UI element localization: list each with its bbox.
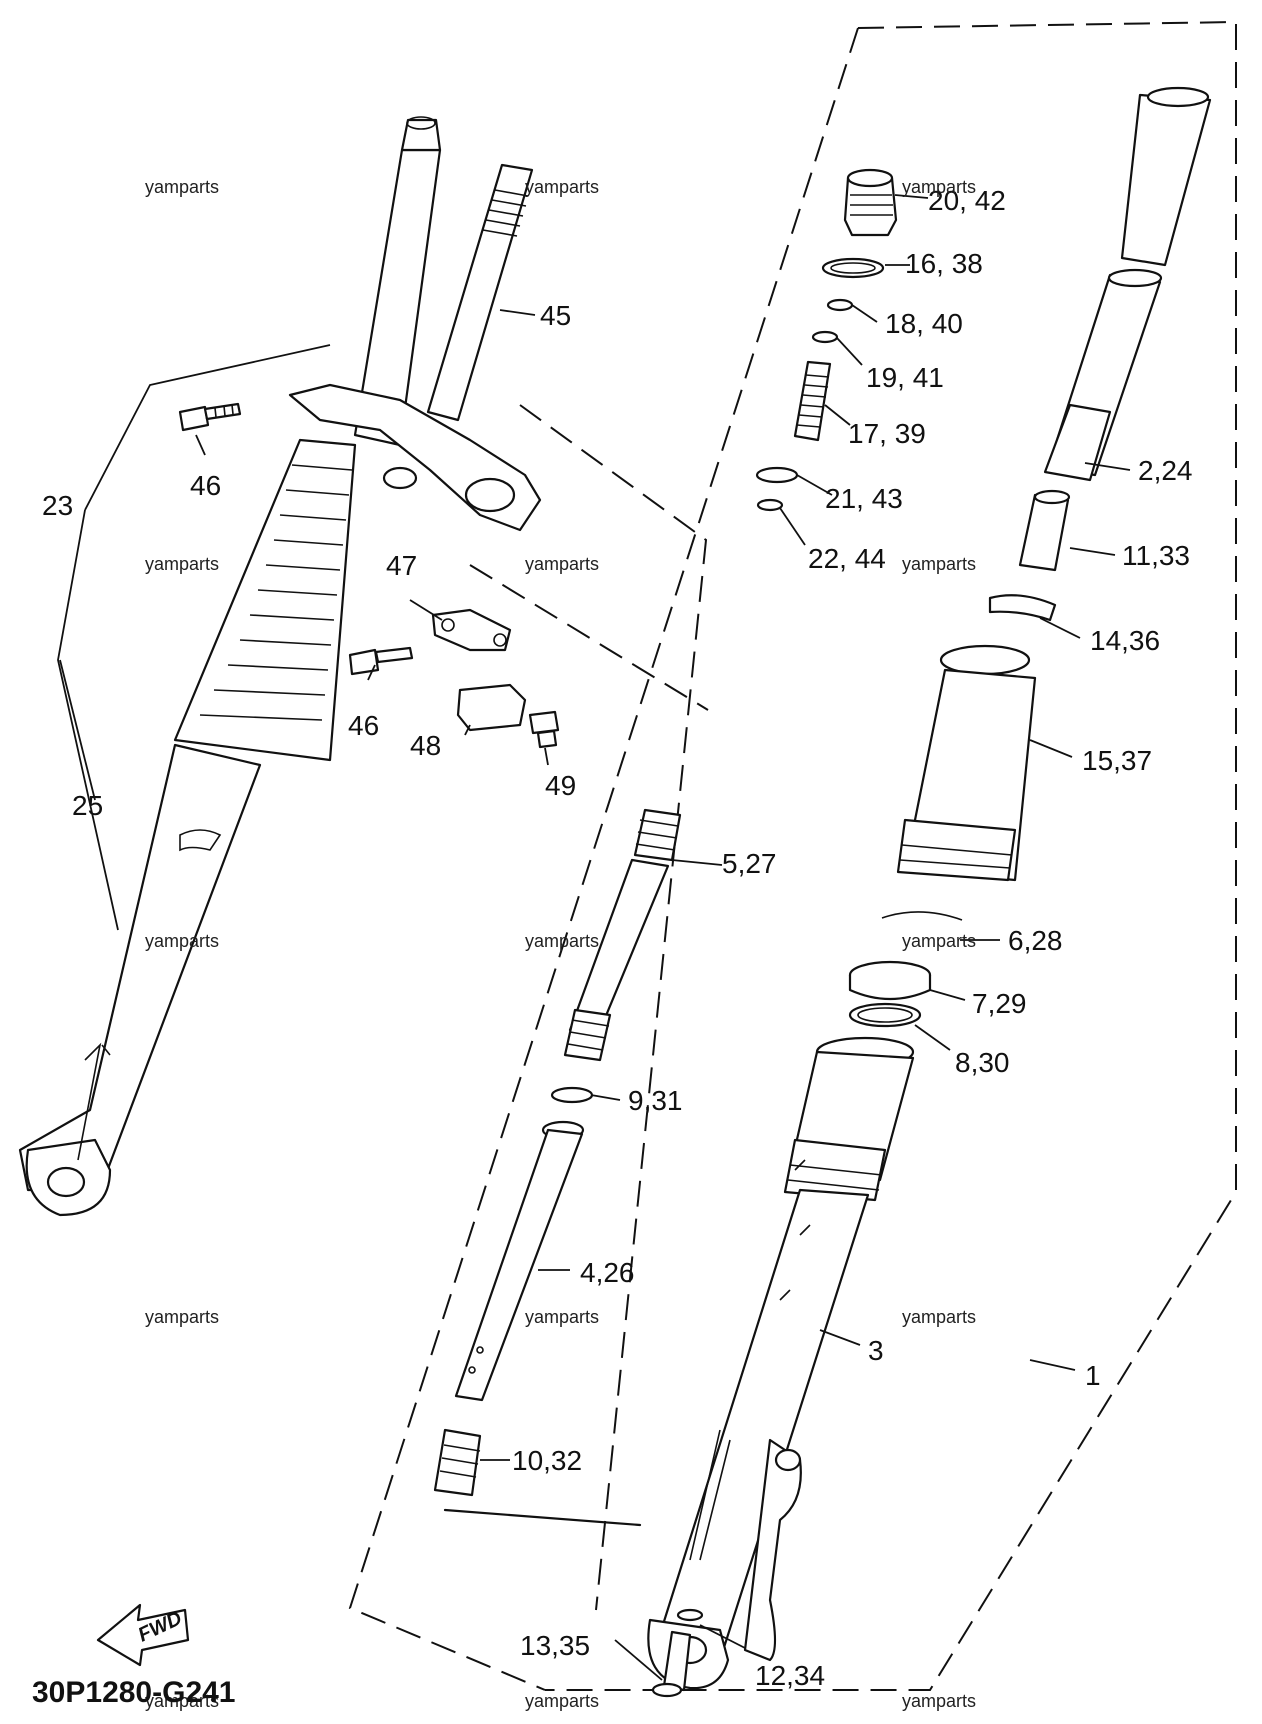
watermark: yamparts <box>902 1691 976 1711</box>
callout-49: 49 <box>545 770 576 801</box>
callout-8-30: 8,30 <box>955 1047 1010 1078</box>
watermark: yamparts <box>525 1691 599 1711</box>
callout-13-35: 13,35 <box>520 1630 590 1661</box>
callout-22-44: 22, 44 <box>808 543 886 574</box>
watermark: yamparts <box>145 931 219 951</box>
callout-14-36: 14,36 <box>1090 625 1160 656</box>
callout-10-32: 10,32 <box>512 1445 582 1476</box>
callout-17-39: 17, 39 <box>848 418 926 449</box>
watermark: yamparts <box>145 554 219 574</box>
drain-bolt-and-washer <box>651 1608 704 1698</box>
callout-46-top: 46 <box>190 470 221 501</box>
callout-3: 3 <box>868 1335 884 1366</box>
watermarks: yamparts yamparts yamparts yamparts yamp… <box>145 177 976 1711</box>
watermark: yamparts <box>525 177 599 197</box>
callout-4-26: 4,26 <box>580 1257 635 1288</box>
bellows-ribs <box>199 464 353 721</box>
diagram-code: 30P1280-G241 <box>32 1676 236 1709</box>
callout-2-24: 2,24 <box>1138 455 1193 486</box>
watermark: yamparts <box>902 931 976 951</box>
callout-21-43: 21, 43 <box>825 483 903 514</box>
callout-23: 23 <box>42 490 73 521</box>
callout-5-27: 5,27 <box>722 848 777 879</box>
callout-20-42: 20, 42 <box>928 185 1006 216</box>
cable-guide-parts <box>348 608 560 749</box>
oil-seal-and-washer <box>848 960 932 1028</box>
leader-lines <box>57 194 1131 1681</box>
callout-48: 48 <box>410 730 441 761</box>
cap-bolt-stack <box>755 168 898 512</box>
callout-12-34: 12,34 <box>755 1660 825 1691</box>
watermark: yamparts <box>525 1307 599 1327</box>
bolt-46-top <box>178 402 242 432</box>
fwd-arrow-icon: FWD <box>96 1603 190 1667</box>
watermark: yamparts <box>902 1307 976 1327</box>
damper-rod-column <box>433 808 682 1527</box>
watermark: yamparts <box>525 554 599 574</box>
callout-9-31: 9,31 <box>628 1085 683 1116</box>
callout-46-lower: 46 <box>348 710 379 741</box>
watermark: yamparts <box>902 177 976 197</box>
damper-rod-dashed-outline <box>469 404 709 1611</box>
callout-11-33: 11,33 <box>1122 540 1190 571</box>
callout-15-37: 15,37 <box>1082 745 1152 776</box>
callout-19-41: 19, 41 <box>866 362 944 393</box>
watermark: yamparts <box>902 554 976 574</box>
callout-45: 45 <box>540 300 571 331</box>
assembled-fork-leg <box>18 116 542 1217</box>
callout-6-28: 6,28 <box>1008 925 1063 956</box>
callout-25: 25 <box>72 790 103 821</box>
assembly-1-dashed-outline <box>348 20 1237 1691</box>
callout-7-29: 7,29 <box>972 988 1027 1019</box>
callout-1: 1 <box>1085 1360 1101 1391</box>
callout-labels: 20, 42 16, 38 18, 40 19, 41 17, 39 21, 4… <box>42 185 1193 1691</box>
watermark: yamparts <box>145 1691 219 1711</box>
callout-47: 47 <box>386 550 417 581</box>
outer-tube-3 <box>647 1036 915 1690</box>
callout-18-40: 18, 40 <box>885 308 963 339</box>
watermark: yamparts <box>145 177 219 197</box>
upper-spacer-and-collar <box>881 86 1212 921</box>
callout-16-38: 16, 38 <box>905 248 983 279</box>
watermark: yamparts <box>525 931 599 951</box>
watermark: yamparts <box>145 1307 219 1327</box>
